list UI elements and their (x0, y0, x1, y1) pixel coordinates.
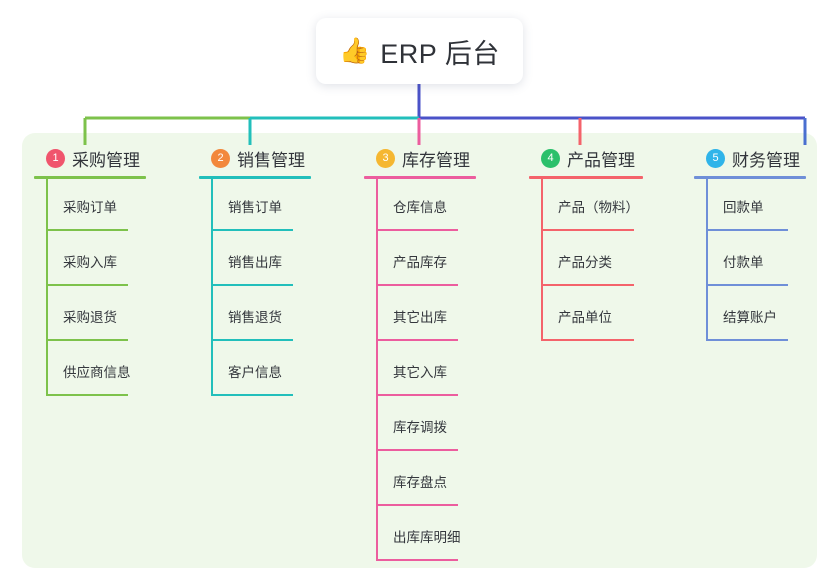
list-item-rule (46, 284, 128, 286)
column-title: 产品管理 (567, 150, 635, 170)
column-spine (706, 179, 708, 340)
list-item-rule (706, 229, 788, 231)
list-item-rule (211, 229, 293, 231)
column-3: 3 库存管理仓库信息产品库存其它出库其它入库库存调拨库存盘点出库库明细 (364, 145, 514, 564)
list-item[interactable]: 采购入库 (34, 234, 184, 289)
column-header-3[interactable]: 3 库存管理 (364, 145, 514, 171)
thumbs-up-icon: 👍 (339, 36, 371, 65)
root-node-title: ERP 后台 (380, 38, 500, 69)
list-item[interactable]: 产品单位 (529, 289, 679, 344)
list-item-label: 其它入库 (393, 365, 447, 380)
list-item-label: 销售出库 (228, 255, 282, 270)
list-item-label: 采购入库 (63, 255, 117, 270)
list-item[interactable]: 库存盘点 (364, 454, 514, 509)
list-item-label: 其它出库 (393, 310, 447, 325)
list-item-rule (376, 284, 458, 286)
list-item[interactable]: 出库库明细 (364, 509, 514, 564)
column-title: 采购管理 (72, 150, 140, 170)
content-panel (22, 133, 817, 568)
list-item-rule (211, 339, 293, 341)
column-header-5[interactable]: 5 财务管理 (694, 145, 834, 171)
list-item[interactable]: 销售订单 (199, 179, 349, 234)
list-item[interactable]: 采购订单 (34, 179, 184, 234)
list-item[interactable]: 库存调拨 (364, 399, 514, 454)
column-header-rule (199, 176, 311, 179)
column-title: 销售管理 (237, 150, 305, 170)
list-item[interactable]: 产品分类 (529, 234, 679, 289)
list-item-label: 库存调拨 (393, 420, 447, 435)
list-item-rule (541, 339, 634, 341)
list-item-label: 采购订单 (63, 200, 117, 215)
column-2: 2 销售管理销售订单销售出库销售退货客户信息 (199, 145, 349, 399)
number-badge-icon: 2 (211, 148, 230, 168)
list-item-label: 回款单 (723, 200, 764, 215)
list-item-rule (376, 449, 458, 451)
column-5: 5 财务管理回款单付款单结算账户 (694, 145, 834, 344)
list-item-rule (46, 339, 128, 341)
column-header-1[interactable]: 1 采购管理 (34, 145, 184, 171)
list-item-rule (706, 339, 788, 341)
list-item-rule (376, 394, 458, 396)
list-item[interactable]: 采购退货 (34, 289, 184, 344)
number-badge-icon: 4 (541, 148, 560, 168)
list-item-rule (706, 284, 788, 286)
column-header-2[interactable]: 2 销售管理 (199, 145, 349, 171)
number-badge-icon: 3 (376, 148, 395, 168)
list-item[interactable]: 其它入库 (364, 344, 514, 399)
column-title: 财务管理 (732, 150, 800, 170)
list-item[interactable]: 产品（物料） (529, 179, 679, 234)
list-item[interactable]: 结算账户 (694, 289, 834, 344)
column-header-rule (529, 176, 643, 179)
list-item-rule (541, 229, 634, 231)
list-item-label: 库存盘点 (393, 475, 447, 490)
list-item-label: 付款单 (723, 255, 764, 270)
list-item-label: 结算账户 (723, 310, 777, 325)
list-item[interactable]: 销售退货 (199, 289, 349, 344)
list-item-label: 采购退货 (63, 310, 117, 325)
root-node-card[interactable]: 👍 ERP 后台 (316, 18, 523, 84)
list-item-rule (46, 229, 128, 231)
list-item-label: 出库库明细 (393, 530, 461, 545)
list-item-label: 销售退货 (228, 310, 282, 325)
number-badge-icon: 5 (706, 148, 725, 168)
list-item-rule (376, 559, 458, 561)
list-item-rule (541, 284, 634, 286)
list-item[interactable]: 回款单 (694, 179, 834, 234)
list-item-label: 客户信息 (228, 365, 282, 380)
list-item-rule (211, 394, 293, 396)
column-title: 库存管理 (402, 150, 470, 170)
column-4: 4 产品管理产品（物料） 产品分类产品单位 (529, 145, 679, 344)
list-item-label: 销售订单 (228, 200, 282, 215)
column-spine (541, 179, 543, 340)
list-item-label: 仓库信息 (393, 200, 447, 215)
list-item-label: 产品单位 (558, 310, 612, 325)
list-item-rule (376, 229, 458, 231)
list-item[interactable]: 付款单 (694, 234, 834, 289)
list-item-rule (46, 394, 128, 396)
list-item-label: 供应商信息 (63, 365, 131, 380)
list-item-label: 产品（物料） (558, 200, 639, 215)
list-item-label: 产品分类 (558, 255, 612, 270)
list-item-label: 产品库存 (393, 255, 447, 270)
list-item[interactable]: 产品库存 (364, 234, 514, 289)
column-spine (211, 179, 213, 395)
list-item-rule (376, 504, 458, 506)
column-1: 1 采购管理采购订单采购入库采购退货供应商信息 (34, 145, 184, 399)
list-item-rule (211, 284, 293, 286)
column-header-4[interactable]: 4 产品管理 (529, 145, 679, 171)
column-header-rule (34, 176, 146, 179)
list-item[interactable]: 销售出库 (199, 234, 349, 289)
number-badge-icon: 1 (46, 148, 65, 168)
list-item-rule (376, 339, 458, 341)
list-item[interactable]: 客户信息 (199, 344, 349, 399)
column-spine (46, 179, 48, 395)
list-item[interactable]: 供应商信息 (34, 344, 184, 399)
column-header-rule (694, 176, 806, 179)
column-header-rule (364, 176, 476, 179)
list-item[interactable]: 其它出库 (364, 289, 514, 344)
list-item[interactable]: 仓库信息 (364, 179, 514, 234)
column-spine (376, 179, 378, 560)
